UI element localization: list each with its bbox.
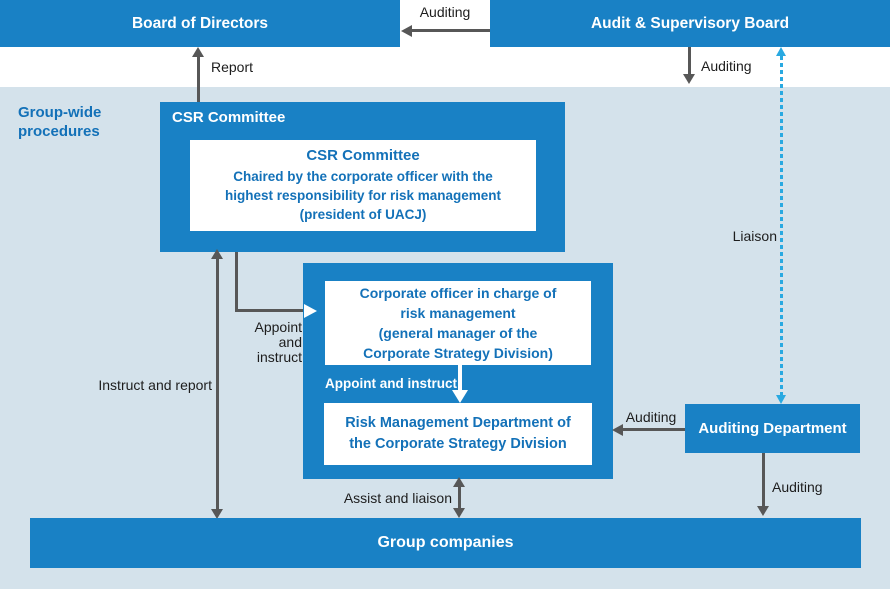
auditing-notch-arrow-left-icon <box>401 25 412 37</box>
group-wide-procedures-heading: Group-wide procedures <box>18 104 102 140</box>
risk-management-officer-box: Corporate officer in charge of risk mana… <box>303 263 613 479</box>
audit-supervisory-board-title: Audit & Supervisory Board <box>590 14 790 32</box>
csr-inner-title: CSR Committee <box>306 147 420 164</box>
csr-committee-inner-box: CSR Committee Chaired by the corporate o… <box>190 140 536 231</box>
asb-auditing-arrow-line <box>688 47 691 75</box>
board-of-directors-bar: Board of Directors <box>0 0 400 47</box>
assist-liaison-arrow-down-icon <box>453 508 465 518</box>
instruct-and-report-label: Instruct and report <box>98 377 212 393</box>
appoint-inner-arrow-line <box>458 365 462 393</box>
appoint-elbow-arrow-right-icon <box>304 304 317 318</box>
auditing-down-label: Auditing <box>772 479 823 495</box>
auditing-left-arrow-left-icon <box>612 424 623 436</box>
group-companies-title: Group companies <box>377 534 514 551</box>
instruct-report-arrow-down-icon <box>211 509 223 519</box>
report-arrow-line <box>197 56 200 102</box>
risk-management-department-text: Risk Management Department of the Corpor… <box>345 415 571 452</box>
instruct-report-arrow-line <box>216 258 219 512</box>
assist-liaison-arrow-line <box>458 485 461 512</box>
board-of-directors-title: Board of Directors <box>131 14 269 32</box>
appoint-and-instruct-elbow-label: Appoint and instruct <box>254 319 302 365</box>
asb-auditing-arrow-down-icon <box>683 74 695 84</box>
assist-and-liaison-label: Assist and liaison <box>343 490 452 506</box>
auditing-notch <box>400 0 490 47</box>
auditing-department-title: Auditing Department <box>698 420 847 437</box>
report-label: Report <box>211 59 254 75</box>
appoint-elbow-hline <box>235 309 307 312</box>
auditing-down-arrow-down-icon <box>757 506 769 516</box>
group-companies-bar: Group companies <box>30 518 861 568</box>
report-arrow-up-icon <box>192 47 204 57</box>
corporate-officer-text: Corporate officer in charge of risk mana… <box>359 285 557 361</box>
audit-supervisory-board-bar: Audit & Supervisory Board <box>490 0 890 47</box>
liaison-label: Liaison <box>732 228 777 244</box>
auditing-department-box: Auditing Department <box>685 404 860 453</box>
csr-inner-body: Chaired by the corporate officer with th… <box>224 169 502 222</box>
assist-liaison-arrow-up-icon <box>453 477 465 487</box>
auditing-notch-arrow-line <box>410 29 490 32</box>
liaison-arrow-up-icon <box>776 47 786 56</box>
liaison-arrow-down-icon <box>776 395 786 404</box>
appoint-inner-arrow-down-icon <box>452 390 468 403</box>
asb-auditing-label: Auditing <box>701 58 752 74</box>
auditing-left-arrow-line <box>623 428 685 431</box>
risk-management-department-box: Risk Management Department of the Corpor… <box>324 403 592 465</box>
auditing-left-label: Auditing <box>625 409 677 425</box>
liaison-dotted-line <box>780 56 783 395</box>
appoint-and-instruct-inner-label: Appoint and instruct <box>325 376 457 391</box>
auditing-down-arrow-line <box>762 453 765 507</box>
instruct-report-arrow-up-icon <box>211 249 223 259</box>
auditing-notch-label: Auditing <box>419 4 471 20</box>
csr-committee-box: CSR Committee CSR Committee Chaired by t… <box>160 102 565 252</box>
corporate-officer-box: Corporate officer in charge of risk mana… <box>325 281 591 365</box>
csr-committee-header: CSR Committee <box>172 109 286 126</box>
appoint-elbow-vline <box>235 252 238 312</box>
